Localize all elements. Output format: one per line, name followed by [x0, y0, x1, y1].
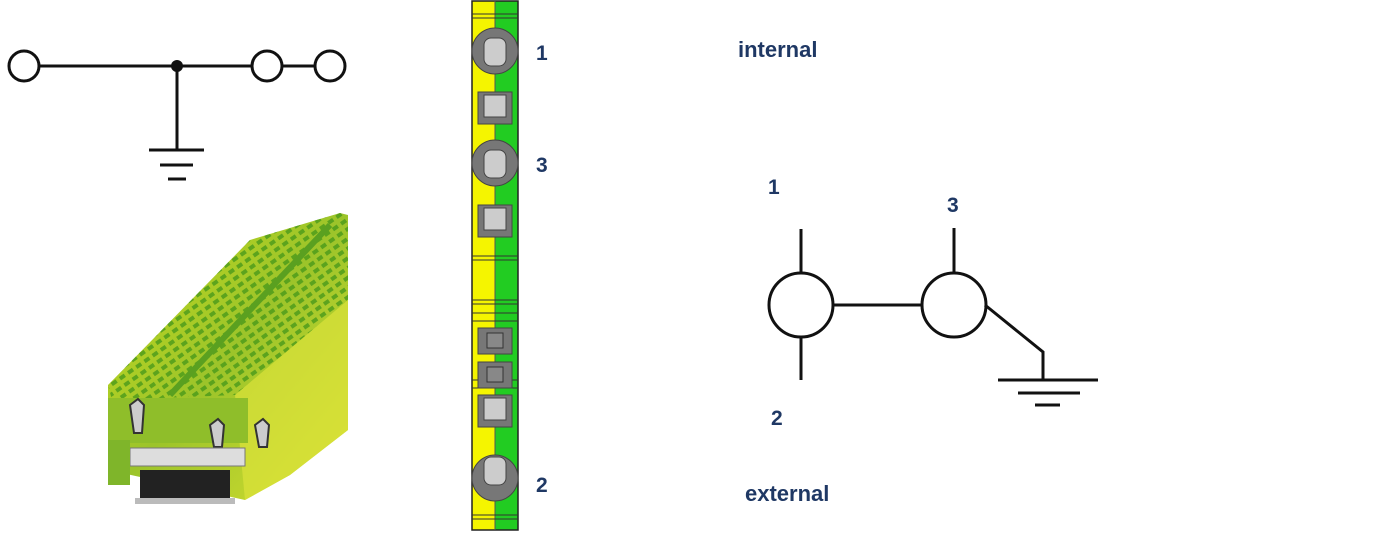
terminal-strip-top-view: [471, 0, 519, 531]
simple-schematic: [7, 49, 347, 181]
test-socket-2: [477, 394, 513, 428]
bridge-slots: [477, 327, 513, 389]
test-socket-1: [477, 91, 513, 125]
schematic-label-1: 1: [768, 176, 780, 199]
ground-icon: [149, 148, 204, 181]
ground-icon: [998, 378, 1098, 407]
test-socket-3: [477, 204, 513, 238]
terminal-circle-3: [920, 271, 988, 339]
spring-clamp-3: [471, 139, 519, 187]
schematic-label-3: 3: [947, 194, 959, 217]
strip-label-3: 3: [536, 154, 548, 177]
strip-label-1: 1: [536, 42, 548, 65]
terminal-circle-mid: [250, 49, 284, 83]
terminal-circle-1-2: [767, 271, 835, 339]
schematic-label-2: 2: [771, 407, 783, 430]
spring-clamp-2: [471, 454, 519, 502]
terminal-circle-right: [313, 49, 347, 83]
external-label: external: [745, 481, 829, 506]
spring-clamp-1: [471, 27, 519, 75]
terminal-schematic: [767, 228, 1098, 407]
strip-label-2: 2: [536, 474, 548, 497]
internal-label: internal: [738, 37, 817, 62]
terminal-circle-left: [7, 49, 41, 83]
terminal-block-photo: [108, 213, 348, 504]
